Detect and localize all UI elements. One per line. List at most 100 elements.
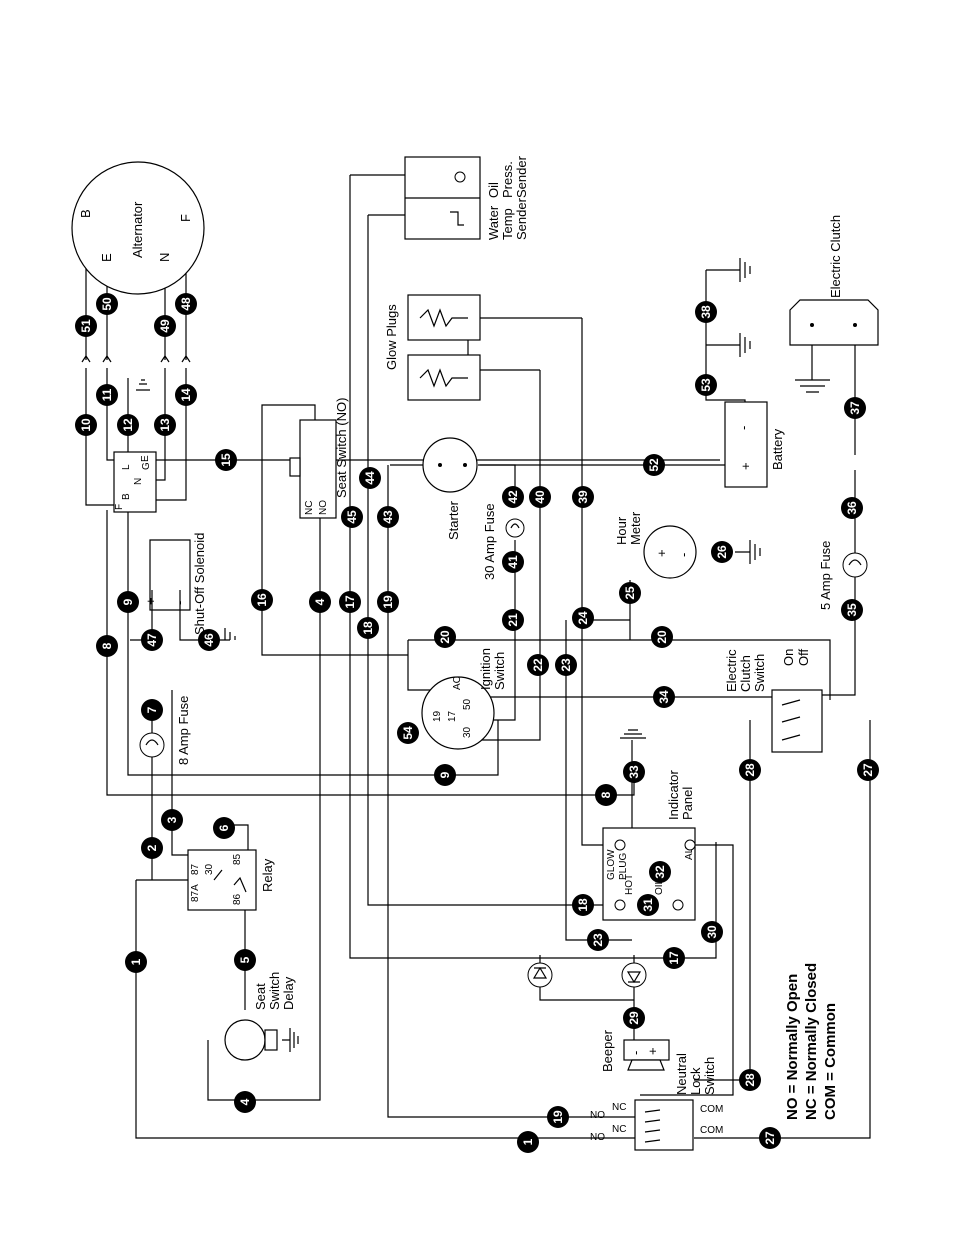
svg-text:+: + — [738, 462, 753, 470]
svg-text:8 Amp Fuse: 8 Amp Fuse — [176, 696, 191, 765]
svg-text:E: E — [140, 455, 151, 462]
wire-bubble-50: 50 — [96, 293, 118, 315]
wire-bubble-4: 4 — [234, 1091, 256, 1113]
wire-bubble-6: 6 — [213, 817, 235, 839]
svg-text:37: 37 — [848, 401, 862, 415]
wire-bubble-24: 24 — [572, 607, 594, 629]
wire-bubble-8: 8 — [595, 784, 617, 806]
svg-text:17: 17 — [343, 595, 357, 609]
svg-text:20: 20 — [438, 630, 452, 644]
svg-text:+: + — [645, 1047, 660, 1055]
fuse-5-amp: 5 Amp Fuse — [818, 541, 868, 610]
wire-bubble-2: 2 — [141, 837, 163, 859]
svg-text:Switch: Switch — [752, 654, 767, 692]
svg-text:6: 6 — [217, 824, 231, 831]
svg-text:31: 31 — [641, 898, 655, 912]
svg-text:19: 19 — [551, 1110, 565, 1124]
wire-bubble-29: 29 — [623, 1007, 645, 1029]
wire-bubble-20: 20 — [651, 626, 673, 648]
svg-text:52: 52 — [647, 458, 661, 472]
alternator-label: Alternator — [130, 201, 145, 258]
svg-text:34: 34 — [657, 690, 671, 704]
svg-text:25: 25 — [623, 586, 637, 600]
svg-text:14: 14 — [179, 388, 193, 402]
svg-text:-: - — [172, 601, 187, 605]
wire-bubble-1: 1 — [125, 951, 147, 973]
wire-bubble-47: 47 — [141, 629, 163, 651]
wire-bubble-46: 46 — [198, 629, 220, 651]
svg-text:36: 36 — [845, 501, 859, 515]
svg-text:38: 38 — [699, 305, 713, 319]
svg-text:COM: COM — [700, 1104, 723, 1115]
seat-switch-delay: Seat Switch Delay — [224, 972, 299, 1061]
svg-text:Electric Clutch: Electric Clutch — [828, 215, 843, 298]
svg-text:Sender: Sender — [514, 197, 529, 240]
svg-text:Electric: Electric — [724, 649, 739, 692]
beeper: - + Beeper — [600, 1029, 670, 1072]
senders: Oil Press. Sender Water Temp Sender — [404, 155, 529, 240]
svg-text:NO: NO — [318, 500, 329, 515]
svg-text:Shut-Off Solenoid: Shut-Off Solenoid — [192, 533, 207, 635]
svg-text:Neutral: Neutral — [674, 1053, 689, 1095]
svg-text:47: 47 — [145, 633, 159, 647]
svg-text:9: 9 — [438, 771, 452, 778]
svg-text:Battery: Battery — [770, 428, 785, 470]
wire-bubble-23: 23 — [555, 654, 577, 676]
svg-text:42: 42 — [506, 490, 520, 504]
svg-text:OIL: OIL — [654, 878, 665, 895]
wire-bubble-38: 38 — [695, 301, 717, 323]
relay: 87A 87 30 85 86 Relay — [187, 849, 275, 911]
svg-text:87: 87 — [190, 863, 201, 875]
svg-text:Relay: Relay — [260, 858, 275, 892]
svg-text:18: 18 — [576, 898, 590, 912]
svg-text:B: B — [121, 493, 132, 500]
svg-text:17: 17 — [447, 710, 458, 722]
svg-text:N: N — [157, 253, 172, 262]
svg-text:50: 50 — [462, 698, 473, 710]
wire-bubble-17: 17 — [663, 947, 685, 969]
starter: Starter — [422, 437, 478, 540]
svg-text:44: 44 — [363, 471, 377, 485]
wire-bubble-43: 43 — [377, 506, 399, 528]
wire-bubble-37: 37 — [844, 397, 866, 419]
svg-text:B: B — [78, 209, 93, 218]
ignition-switch: Ignition Switch AC 50 19 17 30 — [421, 648, 507, 750]
electric-clutch: Electric Clutch — [789, 215, 879, 393]
svg-text:3: 3 — [165, 816, 179, 823]
svg-text:Temp: Temp — [500, 208, 515, 240]
legend-no: NO = Normally Open — [784, 974, 801, 1120]
svg-text:85: 85 — [232, 853, 243, 865]
svg-text:Water: Water — [486, 205, 501, 240]
fuse-30-amp: 30 Amp Fuse — [482, 503, 525, 580]
wire-bubble-33: 33 — [623, 761, 645, 783]
svg-text:+: + — [654, 549, 669, 557]
svg-text:Meter: Meter — [628, 511, 643, 545]
wire-bubble-5: 5 — [234, 949, 256, 971]
svg-text:49: 49 — [158, 319, 172, 333]
svg-text:1: 1 — [129, 958, 143, 965]
svg-text:Switch: Switch — [702, 1057, 717, 1095]
svg-text:GLOW: GLOW — [606, 849, 617, 880]
svg-text:NC: NC — [612, 1124, 626, 1135]
wire-bubble-53: 53 — [695, 374, 717, 396]
svg-text:NC: NC — [304, 501, 315, 515]
svg-text:-: - — [736, 426, 751, 430]
svg-text:5: 5 — [238, 956, 252, 963]
svg-text:N: N — [133, 478, 144, 485]
svg-text:32: 32 — [653, 865, 667, 879]
indicator-panel: Indicator Panel GLOW PLUG HOT OIL ALT — [602, 729, 696, 921]
svg-text:4: 4 — [313, 598, 327, 605]
wire-bubble-18: 18 — [572, 894, 594, 916]
svg-text:30 Amp Fuse: 30 Amp Fuse — [482, 503, 497, 580]
svg-text:PLUG: PLUG — [618, 853, 629, 880]
wire-bubble-26: 26 — [711, 541, 733, 563]
svg-text:22: 22 — [531, 658, 545, 672]
wire-bubble-15: 15 — [215, 449, 237, 471]
svg-text:NC: NC — [612, 1102, 626, 1113]
svg-text:53: 53 — [699, 378, 713, 392]
fuse-8-amp: 8 Amp Fuse — [139, 696, 191, 765]
svg-text:L: L — [121, 464, 132, 470]
svg-text:19: 19 — [381, 595, 395, 609]
wire-bubble-9: 9 — [117, 591, 139, 613]
svg-text:86: 86 — [232, 893, 243, 905]
